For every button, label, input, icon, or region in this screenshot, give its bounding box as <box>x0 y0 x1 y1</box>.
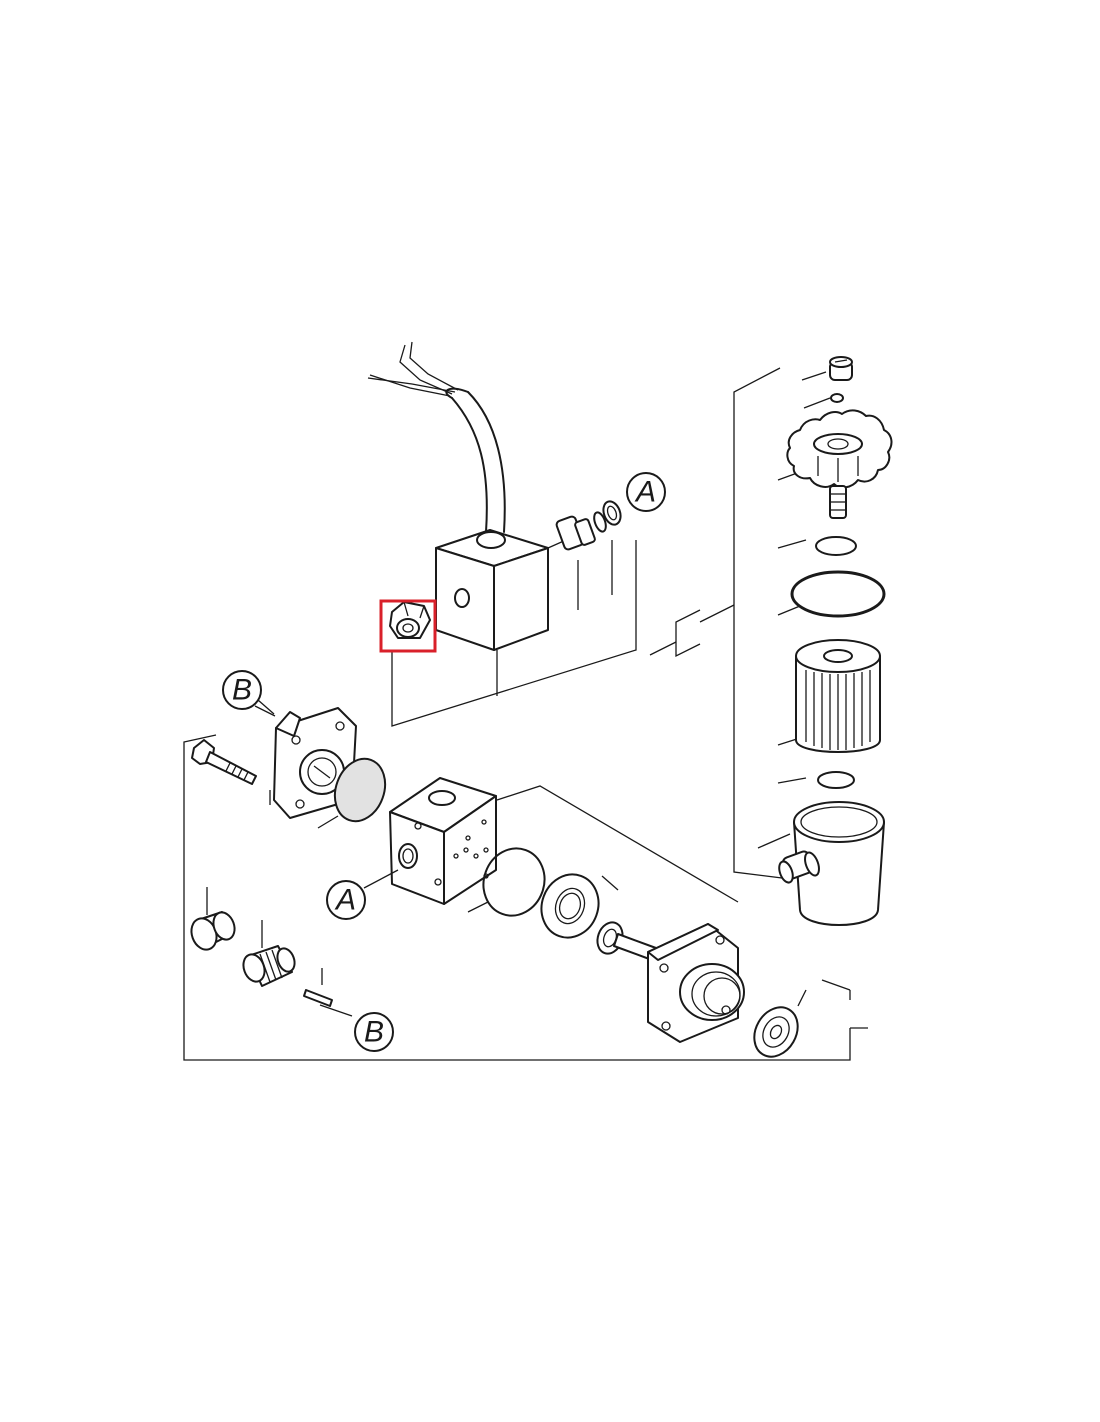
gear-ring-icon <box>540 873 600 939</box>
screw-icon <box>829 356 853 381</box>
bearing-housing-icon <box>647 923 745 1043</box>
pump-block-icon <box>389 777 497 905</box>
filter-element-icon <box>795 639 881 753</box>
pin-icon <box>303 989 333 1007</box>
motor-cable <box>367 341 506 533</box>
ball-bearing-icon <box>753 1006 799 1058</box>
valve-insert-icon <box>242 945 296 987</box>
filter-assembly <box>778 356 893 926</box>
frame-lines <box>183 367 868 1061</box>
o-ring-bowl-icon <box>817 771 855 789</box>
highlight-box <box>379 599 437 653</box>
motor-shaft-fitting <box>555 500 622 551</box>
callout-b-top: B <box>222 670 275 715</box>
o-ring-large-icon <box>790 570 886 618</box>
hex-nut-icon[interactable] <box>379 599 437 653</box>
cap-icon <box>190 911 236 951</box>
small-o-ring-icon <box>830 393 844 403</box>
motor-box <box>435 529 567 651</box>
gasket-icon <box>333 757 387 823</box>
svg-text:B: B <box>232 674 252 707</box>
callout-a-top: A <box>626 472 666 512</box>
gear-shaft-icon <box>596 921 657 961</box>
svg-text:A: A <box>334 884 356 917</box>
filter-knob-icon <box>786 409 893 519</box>
bolt-icon <box>191 739 257 785</box>
callout-b-bottom: B <box>354 1012 394 1052</box>
pump-o-ring-icon <box>482 847 546 917</box>
o-ring-small-icon <box>815 536 857 556</box>
callout-a-pump: A <box>326 869 399 920</box>
filter-bowl-icon <box>778 801 885 926</box>
svg-text:B: B <box>364 1016 384 1049</box>
svg-text:A: A <box>634 476 656 509</box>
